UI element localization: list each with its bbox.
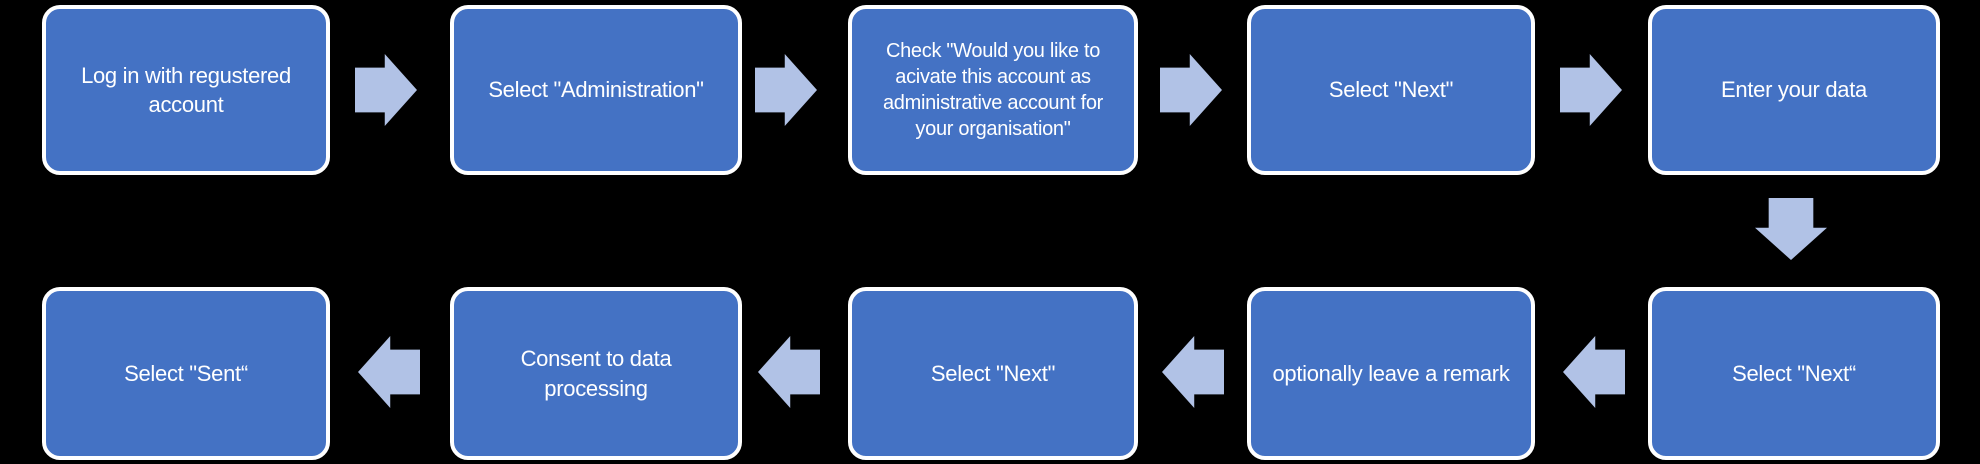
arrow-left-icon-3 — [758, 336, 820, 408]
flow-step-enter-data-label: Enter your data — [1721, 77, 1867, 103]
flow-step-next-third-label: Select "Next" — [930, 360, 1056, 386]
flow-step-next-first-label: Select "Next" — [1328, 77, 1454, 103]
flow-step-check-activate-label: Check "Would you like to acivate this ac… — [882, 40, 1104, 140]
arrow-left-icon-2 — [1162, 336, 1224, 408]
arrow-right-icon-1 — [355, 54, 417, 126]
arrow-right-icon-2 — [755, 54, 817, 126]
flow-step-sent: Select "Sent“ — [42, 287, 330, 460]
flow-step-consent-label: Consent to data processing — [520, 346, 672, 401]
flow-step-sent-label: Select "Sent“ — [124, 360, 248, 386]
flow-step-administration: Select "Administration" — [450, 5, 742, 175]
arrow-right-icon-4 — [1560, 54, 1622, 126]
flow-step-check-activate: Check "Would you like to acivate this ac… — [848, 5, 1138, 175]
arrow-left-icon-4 — [358, 336, 420, 408]
flow-step-consent: Consent to data processing — [450, 287, 742, 460]
flow-step-next-first: Select "Next" — [1247, 5, 1535, 175]
flow-step-remark-label: optionally leave a remark — [1272, 360, 1510, 386]
flow-step-remark: optionally leave a remark — [1247, 287, 1535, 460]
flow-step-login: Log in with regustered account — [42, 5, 330, 175]
flow-step-enter-data: Enter your data — [1648, 5, 1940, 175]
flow-step-administration-label: Select "Administration" — [488, 77, 704, 103]
flow-step-next-third: Select "Next" — [848, 287, 1138, 460]
arrow-left-icon-1 — [1563, 336, 1625, 408]
arrow-down-icon — [1755, 198, 1827, 260]
flow-step-next-second: Select "Next“ — [1648, 287, 1940, 460]
arrow-right-icon-3 — [1160, 54, 1222, 126]
flow-step-login-label: Log in with regustered account — [81, 62, 291, 117]
flow-step-next-second-label: Select "Next“ — [1732, 360, 1856, 386]
